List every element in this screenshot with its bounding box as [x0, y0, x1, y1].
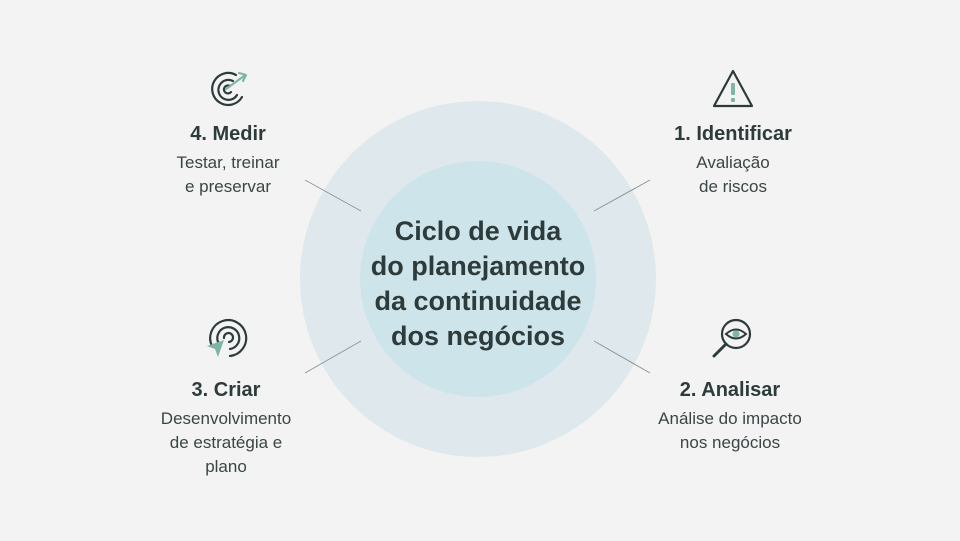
inner-circle: [360, 161, 596, 397]
center-title-line: do planejamento: [370, 251, 586, 281]
stage-description: Testar, treinar e preservar: [118, 151, 338, 199]
stage-desc-line: e preservar: [185, 177, 271, 196]
stage-description: Avaliação de riscos: [623, 151, 843, 199]
stage-desc-line: de riscos: [698, 177, 768, 196]
connector-identify: [593, 179, 651, 212]
stage-desc-line: Avaliação: [696, 153, 770, 172]
stage-title: 4. Medir: [190, 123, 266, 145]
stage-desc-line: plano: [205, 457, 247, 476]
stage-desc-line: Análise do impacto: [658, 409, 802, 428]
center-title-line: dos negócios: [390, 321, 566, 351]
stage-desc-line: de estratégia e: [169, 433, 283, 452]
stage-description: Análise do impacto nos negócios: [620, 407, 840, 455]
magnifier-eye-icon: [712, 318, 752, 358]
center-title-line: da continuidade: [374, 286, 582, 316]
connector-measure: [304, 179, 362, 212]
stage-desc-line: nos negócios: [679, 433, 781, 452]
target-arrow-icon: [207, 319, 248, 358]
stage-title: 2. Analisar: [679, 379, 781, 401]
cycle-arrow-icon: [211, 71, 248, 107]
stage-desc-line: Desenvolvimento: [160, 409, 292, 428]
connector-analyze: [593, 340, 651, 374]
stage-identify: 1. Identificar Avaliação de riscos: [623, 121, 843, 199]
stage-title: 3. Criar: [191, 379, 261, 401]
connector-create: [304, 340, 362, 374]
stage-desc-line: Testar, treinar: [176, 153, 280, 172]
warning-triangle-icon: [712, 69, 754, 108]
stage-analyze: 2. Analisar Análise do impacto nos negóc…: [620, 377, 840, 455]
center-title-line: Ciclo de vida: [394, 216, 562, 246]
stage-create: 3. Criar Desenvolvimento de estratégia e…: [116, 377, 336, 479]
center-title: Ciclo de vida do planejamento da continu…: [330, 214, 626, 354]
stage-measure: 4. Medir Testar, treinar e preservar: [118, 121, 338, 199]
stage-description: Desenvolvimento de estratégia e plano: [116, 407, 336, 479]
stage-title: 1. Identificar: [674, 123, 792, 145]
